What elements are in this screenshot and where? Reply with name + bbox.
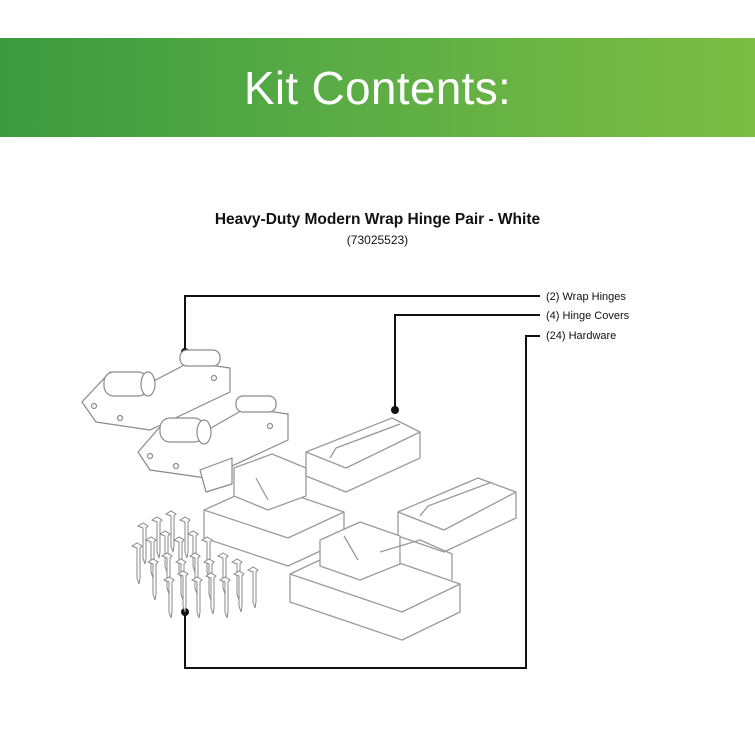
screw-row-1: [136, 510, 191, 565]
hinge-cover-right-base: [289, 521, 461, 641]
product-sku: (73025523): [346, 233, 409, 247]
product-title: Heavy-Duty Modern Wrap Hinge Pair - Whit…: [214, 211, 541, 228]
hinge-covers: [203, 417, 517, 641]
legend-hinge-covers: (4) Hinge Covers: [546, 310, 630, 322]
hinge-cover-top: [305, 417, 421, 493]
hinge-cover-left-base: [203, 453, 345, 567]
hardware-screws: [130, 510, 259, 619]
legend-hardware: (24) Hardware: [546, 330, 617, 342]
wrap-hinge-1: [81, 349, 231, 431]
screw-row-4: [162, 566, 259, 619]
leader-line-wrap-hinges: [184, 295, 540, 352]
leader-lines: [184, 295, 540, 669]
leader-dot-hinge-covers: [391, 406, 399, 414]
leader-line-hardware: [184, 335, 540, 669]
wrap-hinge-2: [137, 395, 289, 493]
header-banner: Kit Contents:: [0, 38, 755, 137]
legend-wrap-hinges: (2) Wrap Hinges: [546, 291, 626, 303]
leader-line-hinge-covers: [394, 314, 540, 410]
wrap-hinges: [81, 349, 289, 493]
page-title: Kit Contents:: [243, 61, 512, 114]
